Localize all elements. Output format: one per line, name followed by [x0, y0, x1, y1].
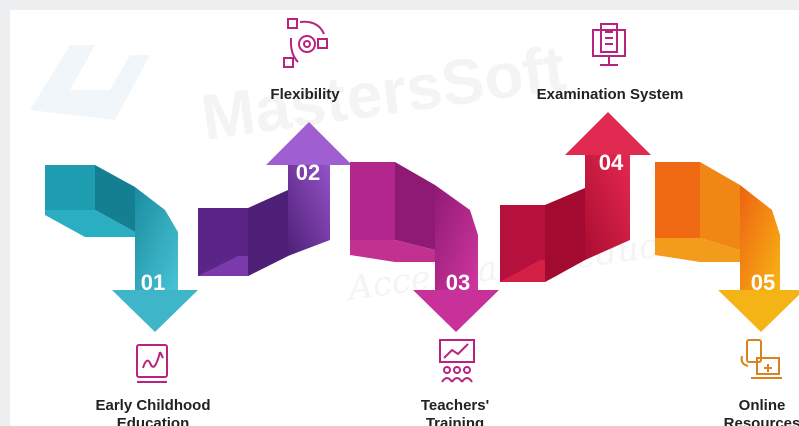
- examination-monitor-icon: [592, 23, 626, 66]
- step-05-label: Online Resources: [712, 397, 799, 426]
- step-05-label-line2: Resources: [723, 415, 799, 426]
- education-tablet-icon: [136, 344, 168, 383]
- step-04-number: 04: [599, 150, 624, 175]
- flexibility-cycle-icon: [283, 18, 328, 68]
- step-04-arrow: [500, 112, 651, 282]
- step-01-arrow: [45, 165, 198, 332]
- step-05-arrow: [655, 162, 799, 332]
- step-02-number: 02: [296, 160, 320, 185]
- step-01-label-line2: Education: [116, 415, 190, 426]
- step-04-label-line1: Examination System: [536, 86, 684, 103]
- teacher-training-icon: [439, 339, 475, 383]
- step-03-label: Teachers' Training: [390, 397, 520, 426]
- step-02-label-line1: Flexibility: [270, 86, 340, 103]
- step-03-label-line1: Teachers': [420, 397, 490, 414]
- online-resources-icon: [740, 339, 782, 379]
- step-05-number: 05: [751, 270, 775, 295]
- step-01-label: Early Childhood Education: [78, 397, 228, 426]
- watermark-logo-icon: [30, 45, 150, 120]
- step-01-number: 01: [141, 270, 165, 295]
- step-03-number: 03: [446, 270, 470, 295]
- step-02-arrow: [198, 122, 352, 276]
- step-04-label: Examination System: [520, 86, 700, 104]
- step-05-label-line1: Online: [738, 397, 786, 414]
- step-03-label-line2: Training: [425, 415, 485, 426]
- step-02-label: Flexibility: [245, 86, 365, 104]
- step-03-arrow: [350, 162, 499, 332]
- step-01-label-line1: Early Childhood: [95, 397, 211, 414]
